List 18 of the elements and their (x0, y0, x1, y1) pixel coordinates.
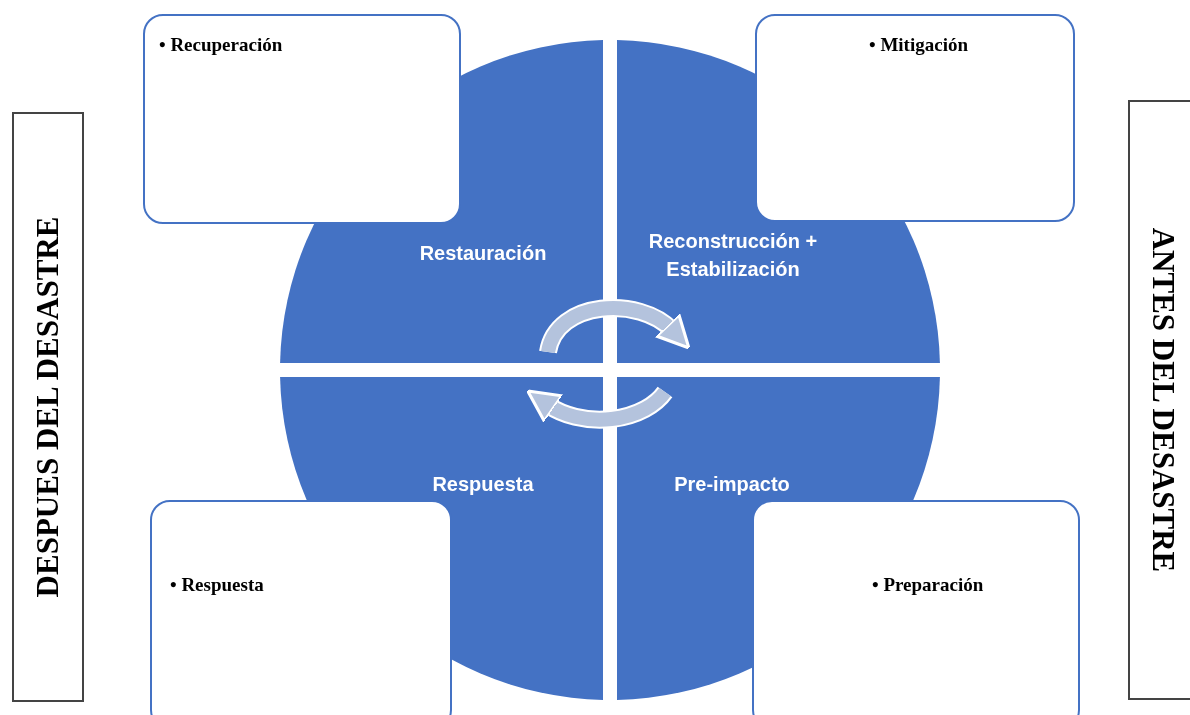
rounded-box (752, 500, 1080, 715)
rounded-box (143, 14, 461, 224)
segment-label: Reconstrucción + Estabilización (647, 229, 819, 282)
bullet-item: • Respuesta (170, 574, 264, 596)
vertical-heading: ANTES DEL DESASTRE (1145, 227, 1181, 573)
bullet-item: • Mitigación (869, 34, 968, 56)
curved-arrow (525, 386, 672, 429)
vertical-heading: DESPUES DEL DESASTRE (30, 216, 66, 598)
rounded-box (755, 14, 1075, 222)
segment-label: Respuesta (432, 472, 534, 497)
curved-arrow (539, 299, 693, 355)
bullet-item: • Preparación (872, 574, 984, 596)
side-panel (12, 112, 84, 702)
rounded-box (150, 500, 452, 715)
bullet-item: • Recuperación (159, 34, 283, 56)
segment-label: Pre-impacto (674, 472, 790, 497)
segment-label: Restauración (419, 241, 547, 266)
side-panel (1128, 100, 1190, 700)
